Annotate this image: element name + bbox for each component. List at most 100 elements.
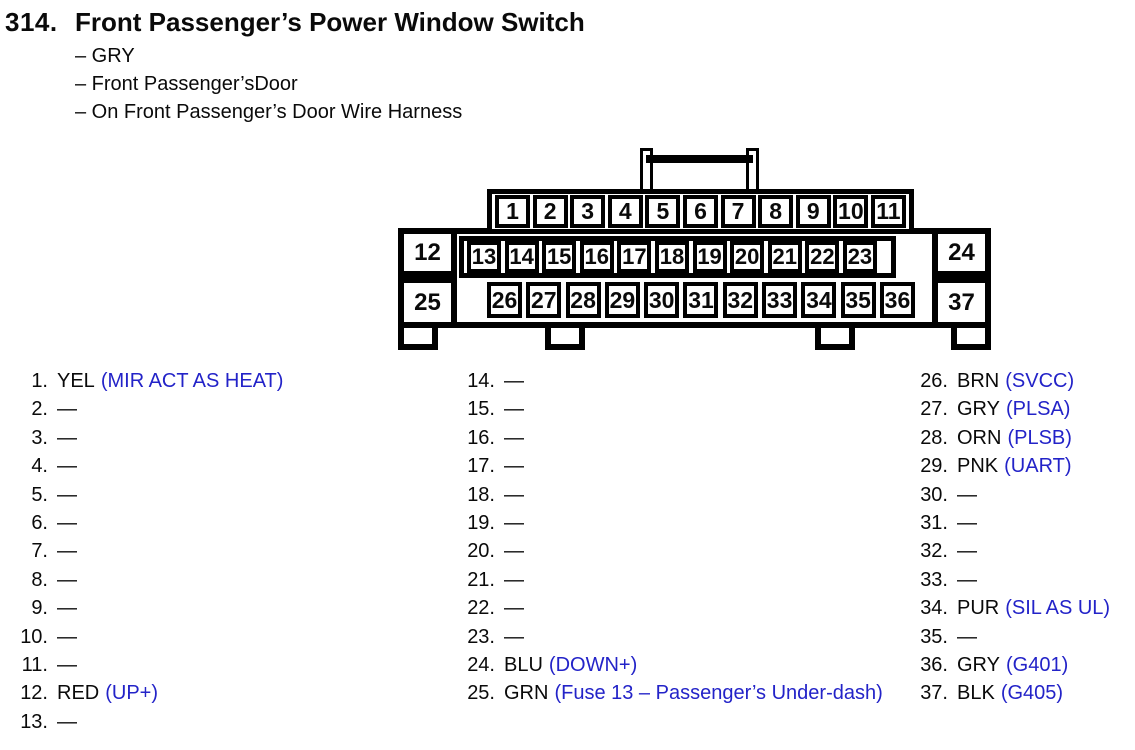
pin-list-row: 1.YEL(MIR ACT AS HEAT): [5, 367, 283, 395]
connector-handle-crossbar: [646, 155, 753, 163]
pin-cavity: 9: [795, 195, 831, 228]
pin-wire-color: —: [504, 625, 524, 648]
pin-number: 9.: [31, 597, 48, 620]
pin-wire-color: —: [504, 398, 524, 421]
pin-list-row: 19.—: [450, 509, 883, 537]
pin-number: 25.: [467, 682, 495, 705]
pin-list-row: 34.PUR(SIL AS UL): [903, 594, 1110, 622]
pin-number: 18.: [467, 483, 495, 506]
pin-number: 16.: [467, 426, 495, 449]
pin-cavity: 35: [840, 282, 876, 318]
pin-wire-color: —: [957, 568, 977, 591]
pin-wire-color: —: [57, 568, 77, 591]
pin-number: 2.: [31, 398, 48, 421]
pin-function-note: (UP+): [105, 682, 159, 705]
section-title: Front Passenger’s Power Window Switch: [75, 7, 585, 37]
pin-cavity: 23: [842, 241, 877, 273]
pin-list-row: 24.BLU(DOWN+): [450, 651, 883, 679]
pin-cavity: 11: [870, 195, 906, 228]
connector-details: – GRY– Front Passenger’sDoor– On Front P…: [75, 42, 462, 127]
connector-detail-line: – Front Passenger’sDoor: [75, 73, 298, 96]
pin-list-row: 28.ORN(PLSB): [903, 424, 1110, 452]
pin-list-row: 32.—: [903, 537, 1110, 565]
pin-list-column-2: 14.— 15.— 16.— 17.— 18.— 19.— 20.— 21.— …: [450, 367, 883, 708]
pin-cavity: 14: [504, 241, 539, 273]
pin-number: 15.: [467, 398, 495, 421]
pin-function-note: (UART): [1004, 455, 1072, 478]
pin-wire-color: PNK: [957, 455, 999, 478]
pin-wire-color: —: [504, 455, 524, 478]
pin-list-row: 14.—: [450, 367, 883, 395]
pin-list-row: 12.RED(UP+): [5, 679, 283, 707]
pin-number: 32.: [920, 540, 948, 563]
pin-number: 1.: [31, 370, 48, 392]
pin-cavity-12: 12: [398, 228, 457, 277]
pin-wire-color: —: [57, 426, 77, 449]
pin-function-note: (DOWN+): [548, 654, 638, 677]
pin-number: 14.: [467, 370, 495, 392]
pin-wire-color: RED: [57, 682, 100, 705]
pin-number: 5.: [31, 483, 48, 506]
pin-cavity: 2: [532, 195, 568, 228]
pin-number: 8.: [31, 568, 48, 591]
pin-wire-color: —: [504, 426, 524, 449]
pin-wire-color: GRN: [504, 682, 549, 705]
pin-list-column-1: 1.YEL(MIR ACT AS HEAT) 2.— 3.— 4.— 5.— 6…: [5, 367, 283, 736]
pin-number: 26.: [920, 370, 948, 392]
pin-list-row: 33.—: [903, 566, 1110, 594]
pin-cavity: 36: [879, 282, 915, 318]
pin-cavity: 15: [542, 241, 577, 273]
pin-list-row: 20.—: [450, 537, 883, 565]
pin-list-row: 5.—: [5, 481, 283, 509]
pin-cavity: 22: [805, 241, 840, 273]
pin-number: 11.: [21, 654, 48, 677]
pin-number: 28.: [920, 426, 948, 449]
pin-number: 19.: [467, 512, 495, 535]
section-number: 314.: [5, 7, 58, 37]
pin-list-row: 3.—: [5, 424, 283, 452]
pin-function-note: (MIR ACT AS HEAT): [100, 370, 284, 392]
pin-number: 13.: [20, 710, 48, 733]
pin-cavity: 29: [604, 282, 640, 318]
pin-cavity: 27: [526, 282, 562, 318]
connector-detail-line: – On Front Passenger’s Door Wire Harness: [75, 101, 463, 124]
pin-cavity: 19: [692, 241, 727, 273]
pin-cavity: 5: [645, 195, 681, 228]
pin-list-row: 15. —: [450, 395, 883, 423]
pin-wire-color: BRN: [957, 370, 1000, 392]
pin-list-row: 8. —: [5, 566, 283, 594]
pin-cavity: 26: [487, 282, 522, 318]
pin-function-note: (Fuse 13 – Passenger’s Under-dash): [554, 682, 883, 705]
pin-function-note: (SIL AS UL): [1005, 597, 1111, 620]
pin-cavity: 16: [579, 241, 614, 273]
pin-function-note: (SVCC): [1005, 370, 1075, 392]
pin-list-row: 27.GRY(PLSA): [903, 395, 1110, 423]
pin-cavity-24: 24: [932, 228, 991, 277]
pin-wire-color: —: [57, 625, 77, 648]
pin-number: 4.: [31, 455, 48, 478]
pin-cavity: 13: [467, 241, 501, 273]
pin-list-row: 35.—: [903, 623, 1110, 651]
pin-list-row: 17. —: [450, 452, 883, 480]
pin-number: 35.: [920, 625, 948, 648]
pin-number: 30.: [920, 483, 948, 506]
pin-list-row: 37.BLK(G405): [903, 679, 1110, 707]
pin-list-row: 22.—: [450, 594, 883, 622]
pin-function-note: (PLSB): [1007, 426, 1072, 449]
pin-number: 24.: [467, 654, 495, 677]
pin-cavity: 1: [495, 195, 530, 228]
pin-wire-color: —: [57, 654, 77, 677]
pin-cavity-25: 25: [398, 277, 457, 328]
pin-list-row: 9.—: [5, 594, 283, 622]
pin-number: 20.: [467, 540, 495, 563]
pin-list-row: 30. —: [903, 481, 1110, 509]
pin-wire-color: GRY: [957, 654, 1000, 677]
pin-wire-color: —: [957, 483, 977, 506]
pin-cavity: 18: [654, 241, 689, 273]
pin-cavity-37: 37: [932, 277, 991, 328]
pin-number: 17.: [467, 455, 495, 478]
pin-list-row: 21.—: [450, 566, 883, 594]
